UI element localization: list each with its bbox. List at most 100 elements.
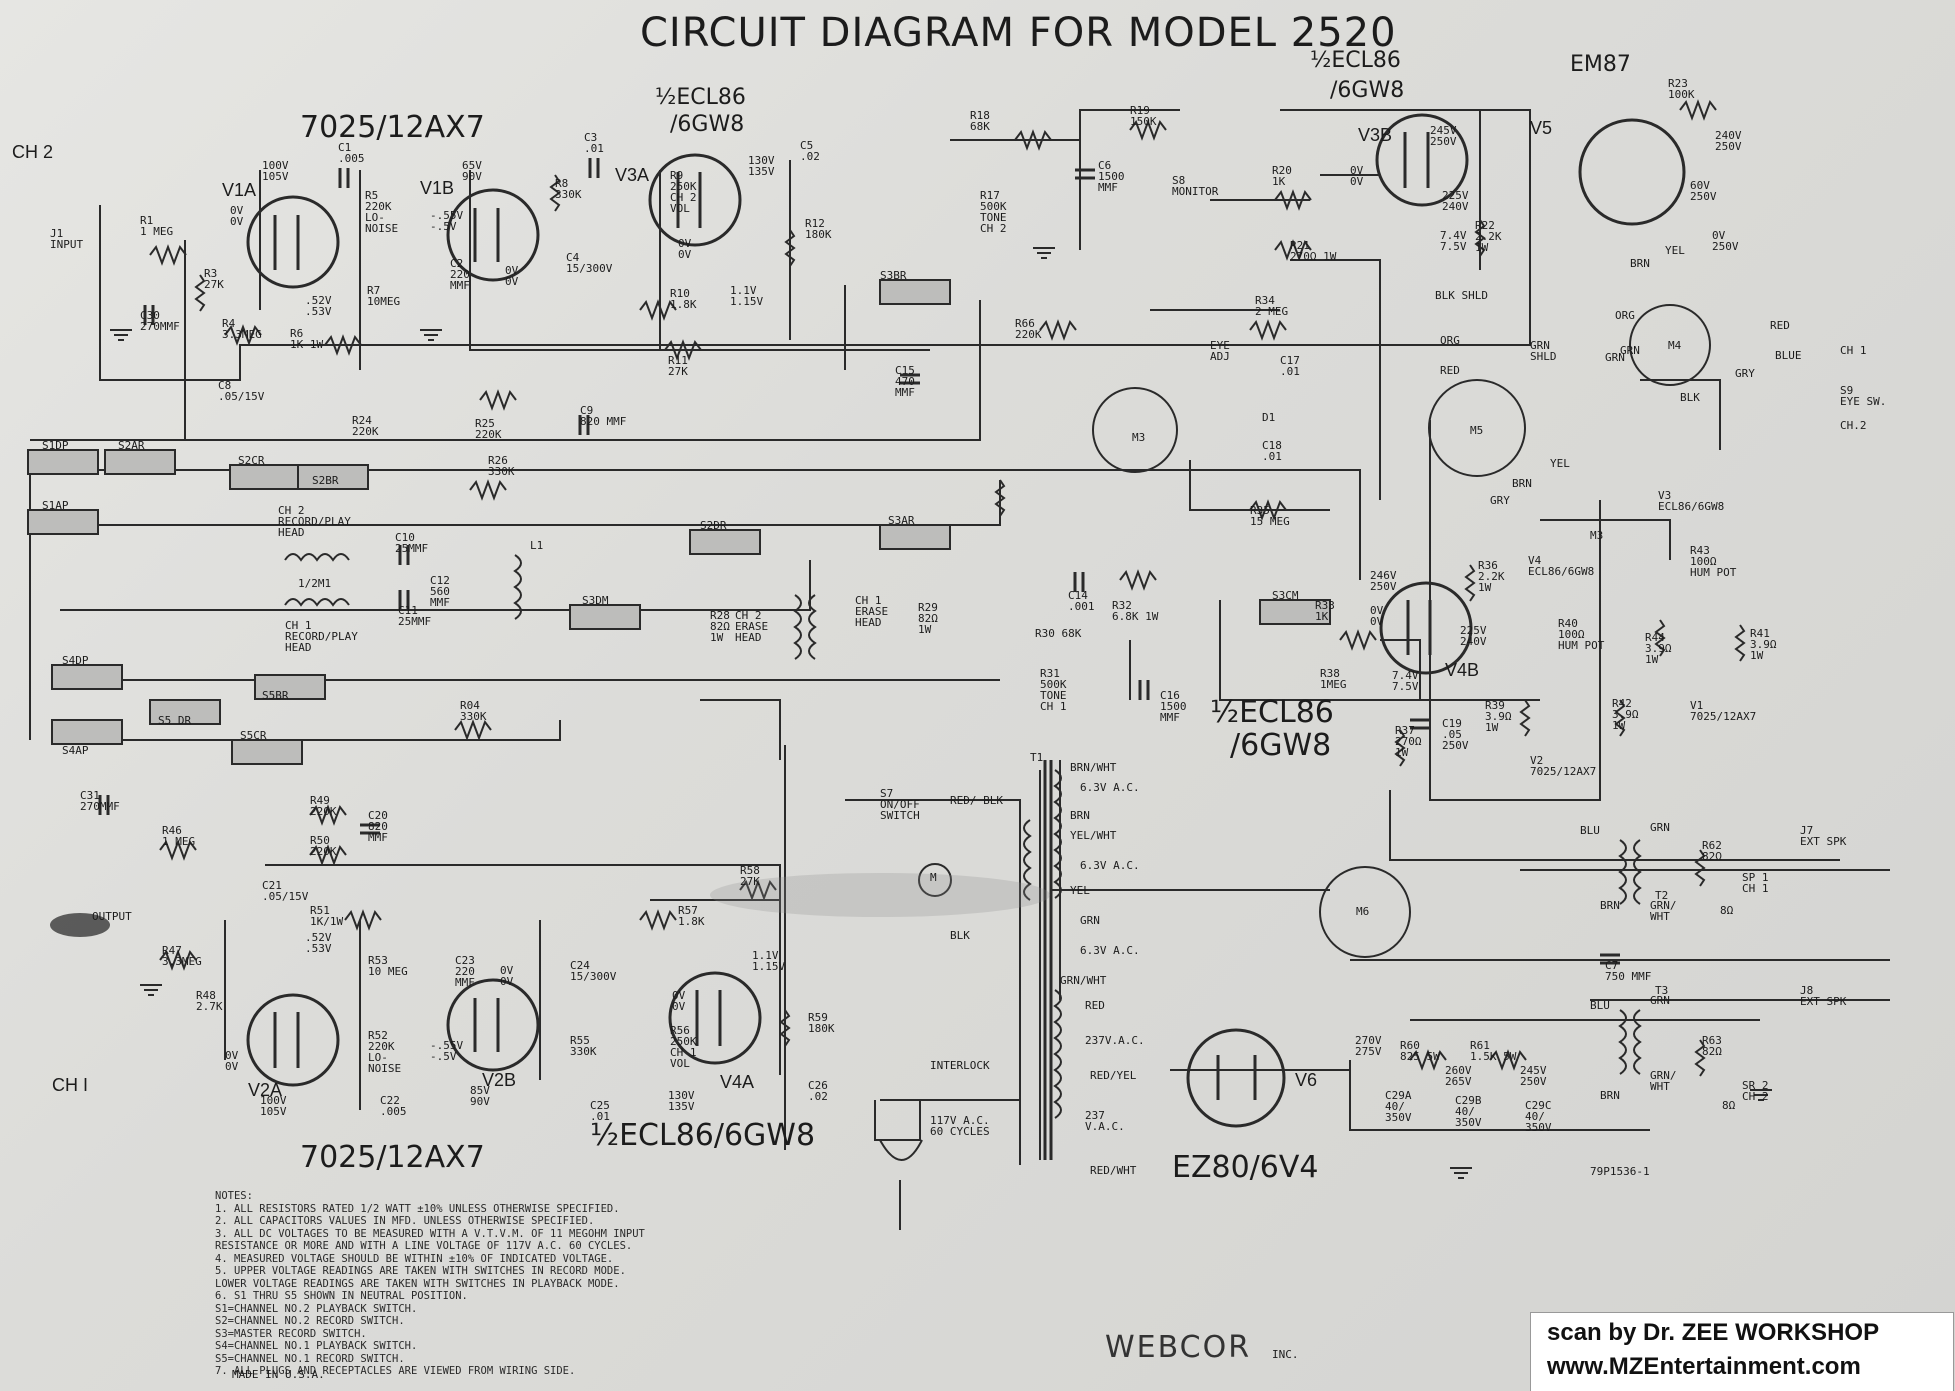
components-r58: R58 27K xyxy=(740,864,760,888)
components-s2br: S2BR xyxy=(312,474,339,487)
components-c25: C25 .01 xyxy=(590,1099,610,1123)
components-r04: R04 330K xyxy=(460,699,487,723)
components-head1: CH 1 RECORD/PLAY HEAD xyxy=(285,619,358,654)
components-c19: C19 .05 250V xyxy=(1442,717,1469,752)
note-line: 7. ALL PLUGS AND RECEPTACLES ARE VIEWED … xyxy=(215,1365,576,1377)
components-r8: R8 330K xyxy=(555,177,582,201)
components-r53: R53 10 MEG xyxy=(368,954,408,978)
scan-credit-url[interactable]: www.MZEntertainment.com xyxy=(1547,1353,1861,1380)
components-c18: C18 .01 xyxy=(1262,439,1282,463)
components-s2cr: S2CR xyxy=(238,454,265,467)
components-r47: R47 3.3MEG xyxy=(162,944,202,968)
wires-red_blk: RED/ BLK xyxy=(950,794,1003,807)
made-in-label: MADE IN U.S.A. xyxy=(232,1368,325,1381)
socket-m5-outline xyxy=(1428,379,1526,477)
components-c10: C10 25MMF xyxy=(395,531,429,555)
volt-v2b_k: 85V 90V xyxy=(470,1084,490,1108)
components-r20: R20 1K xyxy=(1272,164,1292,188)
components-ac237a: 237V.A.C. xyxy=(1085,1034,1145,1047)
components-ch2sw: CH.2 xyxy=(1840,419,1867,432)
components-c8: C8 .05/15V xyxy=(218,379,265,403)
socket-m4-outline xyxy=(1629,304,1711,386)
tube-v4b-type-top: ½ECL86 xyxy=(1210,695,1334,730)
tube-v3b-type-bottom: /6GW8 xyxy=(1330,78,1405,103)
volt-v3a_c: 1.1V 1.15V xyxy=(730,284,764,308)
wires-brn4: BRN xyxy=(1630,257,1650,270)
components-r48: R48 2.7K xyxy=(196,989,223,1013)
components-r56: R56 250K CH 1 VOL xyxy=(670,1024,697,1070)
components-r43: R43 100Ω HUM POT xyxy=(1690,544,1737,579)
components-head2: CH 2 RECORD/PLAY HEAD xyxy=(278,504,351,539)
components-t2: T2 xyxy=(1655,889,1669,902)
components-mains: 117V A.C. 60 CYCLES xyxy=(930,1114,990,1138)
components-m3: M3 xyxy=(1132,431,1146,444)
components-c30: C30 270MMF xyxy=(140,309,180,333)
components-m6: M6 xyxy=(1356,905,1370,918)
components-r21: R21 270Ω 1W xyxy=(1290,239,1337,263)
components-s2dr: S2DR xyxy=(700,519,727,532)
part-number: 79P1536-1 xyxy=(1590,1165,1650,1178)
components-r7: R7 10MEG xyxy=(367,284,401,308)
wires-yel: YEL xyxy=(1550,457,1570,470)
tube-v1-type: 7025/12AX7 xyxy=(300,110,485,145)
wires-red2: RED xyxy=(1085,999,1105,1012)
components-erase1: CH 1 ERASE HEAD xyxy=(855,594,889,629)
wires-m3label: M3 xyxy=(1590,529,1604,542)
components-r19: R19 150K xyxy=(1130,104,1157,128)
volt-v4a_p: 130V 135V xyxy=(668,1089,695,1113)
wires-blk4: BLK xyxy=(1680,391,1700,404)
note-line: 3. ALL DC VOLTAGES TO BE MEASURED WITH A… xyxy=(215,1227,645,1240)
volt-v3b_s: 225V 240V xyxy=(1442,189,1469,213)
scan-credit-box: scan by Dr. ZEE WORKSHOP www.MZEntertain… xyxy=(1530,1312,1954,1391)
wires-grn_wht3: GRN/ WHT xyxy=(1650,899,1677,923)
components-r41: R41 3.9Ω 1W xyxy=(1750,627,1777,662)
tube-v2-type: 7025/12AX7 xyxy=(300,1140,485,1175)
note-line: LOWER VOLTAGE READINGS ARE TAKEN WITH SW… xyxy=(215,1277,620,1290)
tube-v3-type-bottom: /6GW8 xyxy=(670,112,745,137)
tube-v2b-envelope xyxy=(446,978,540,1072)
tube-id-v2a: V2A xyxy=(248,1080,283,1100)
components-v3ref: V3 ECL86/6GW8 xyxy=(1658,489,1725,513)
volt-v3b_g: 0V 0V xyxy=(1350,164,1364,188)
tube-v5-type: EM87 xyxy=(1570,52,1631,77)
components-r52: R52 220K LO- NOISE xyxy=(368,1029,402,1075)
tube-id-v5: V5 xyxy=(1530,118,1553,138)
output-label: OUTPUT xyxy=(92,910,132,923)
diagram-title: CIRCUIT DIAGRAM FOR MODEL 2520 xyxy=(640,10,1397,56)
tube-v1a-envelope xyxy=(246,195,340,289)
volt-v3a_k: 0V 0V xyxy=(678,237,692,261)
components-c20: C20 820 MMF xyxy=(368,809,388,844)
note-line: 5. UPPER VOLTAGE READINGS ARE TAKEN WITH… xyxy=(215,1265,626,1277)
components-r61: R61 1.5K 5W xyxy=(1470,1039,1517,1063)
tube-v3b-type-top: ½ECL86 xyxy=(1310,48,1401,73)
components-s1dp: S1DP xyxy=(42,439,69,452)
wires-org4: ORG xyxy=(1615,309,1635,322)
components-v1ref: V1 7025/12AX7 xyxy=(1690,699,1757,723)
note-line: 4. MEASURED VOLTAGE SHOULD BE WITHIN ±10… xyxy=(215,1252,614,1265)
components-r31: R31 500K TONE CH 1 xyxy=(1040,667,1067,713)
components-erase2: CH 2 ERASE HEAD xyxy=(735,609,769,644)
wires-grn3: GRN xyxy=(1650,821,1670,834)
socket-m3-outline xyxy=(1092,387,1178,473)
components-j8: J8 EXT SPK xyxy=(1800,984,1847,1008)
components-c23: C23 220 MMF xyxy=(455,954,475,989)
components-c22: C22 .005 xyxy=(380,1094,407,1118)
components-l1: L1 xyxy=(530,539,544,552)
components-r17: R17 500K TONE CH 2 xyxy=(980,189,1007,235)
volt-v1b_p: 65V 90V xyxy=(462,159,482,183)
volt-v2b_p: 0V 0V xyxy=(500,964,514,988)
components-s7: S7 ON/OFF SWITCH xyxy=(880,787,920,822)
wires-brn5: BRN xyxy=(1600,1089,1620,1102)
volt-v1b_g: -.55V -.5V xyxy=(430,209,464,233)
components-r46: R46 1 MEG xyxy=(162,824,196,848)
note-line: 2. ALL CAPACITORS VALUES IN MFD. UNLESS … xyxy=(215,1215,595,1227)
note-line: 1. ALL RESISTORS RATED 1/2 WATT ±10% UNL… xyxy=(215,1202,620,1215)
volt-v3b_a: 245V 250V xyxy=(1430,124,1457,148)
channel-2-label: CH 2 xyxy=(12,142,54,162)
motor-symbol xyxy=(918,863,952,897)
components-s3cm: S3CM xyxy=(1272,589,1299,602)
notes-block: NOTES:1. ALL RESISTORS RATED 1/2 WATT ±1… xyxy=(215,1190,645,1378)
volt-v1b_k: 0V 0V xyxy=(505,264,519,288)
wires-brn_wht: BRN/WHT xyxy=(1070,761,1117,774)
components-s4ap: S4AP xyxy=(62,744,89,757)
